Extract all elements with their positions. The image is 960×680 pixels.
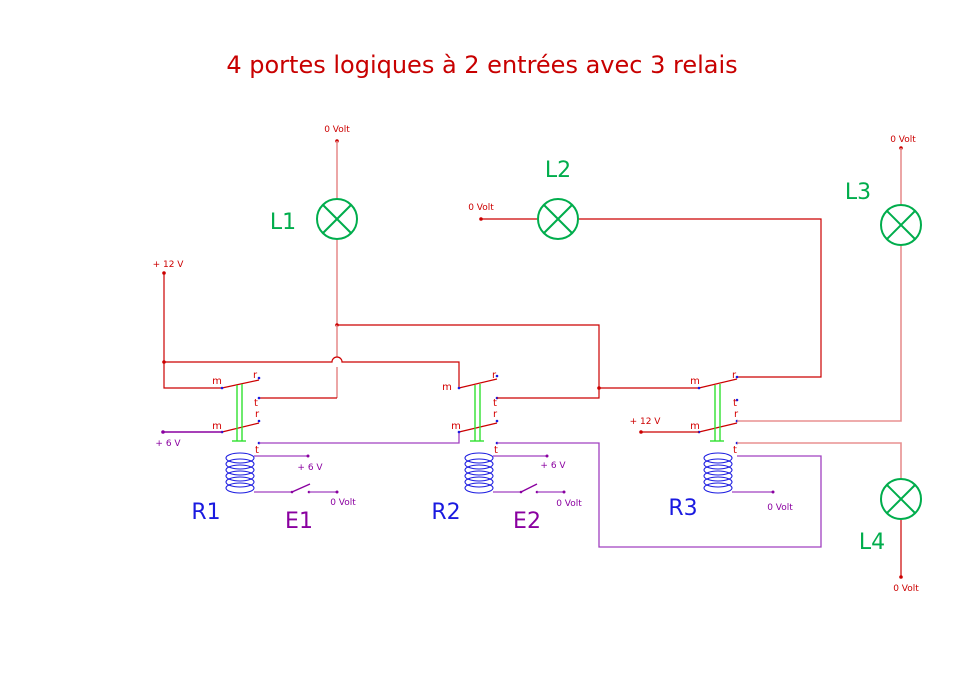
lamp-l1-branch: 0 Volt L1 — [259, 125, 600, 399]
wire-l2-to-r3-r — [579, 218, 822, 378]
r2-top-r-label: r — [492, 370, 497, 381]
r2-bottom-r-label: r — [493, 409, 498, 420]
r2-plus-6v-label: + 6 V — [540, 461, 566, 471]
pin — [457, 386, 461, 390]
r3-top-switch-blade[interactable] — [698, 378, 738, 389]
r3-top-t-label: t — [733, 398, 737, 409]
pin — [257, 396, 261, 400]
r2-bottom-switch-blade[interactable] — [458, 422, 498, 433]
r1-bottom-r-label: r — [255, 409, 260, 420]
supply-12v-left: + 12 V — [153, 260, 460, 389]
lamp-l1-label: L1 — [270, 210, 296, 235]
r3-top-m-label: m — [690, 376, 700, 387]
l2-zero-volt-label: 0 Volt — [468, 203, 494, 213]
input-e2-label: E2 — [513, 509, 541, 534]
input-e2-switch[interactable] — [520, 483, 538, 493]
relay-r2: m r t m r t R2 — [431, 370, 600, 525]
r2-top-switch-blade[interactable] — [458, 378, 498, 389]
lamp-l3-branch: 0 Volt L3 — [737, 135, 922, 422]
r2-bottom-m-label: m — [451, 421, 461, 432]
input-e2-circuit: + 6 V 0 Volt E2 — [493, 454, 582, 534]
wire — [497, 388, 600, 399]
lamp-l4-label: L4 — [859, 530, 885, 555]
pin — [495, 374, 499, 378]
lamp-l2-icon — [537, 198, 579, 240]
r2-coil-icon — [464, 452, 494, 494]
wire-l1-to-r2-output — [337, 324, 600, 388]
l1-zero-volt-label: 0 Volt — [324, 125, 350, 135]
wire-r1-t-to-r2-m — [259, 432, 460, 444]
r3-top-r-label: r — [732, 370, 737, 381]
plus-12v-label-left: + 12 V — [153, 260, 185, 270]
diagram-title: 4 portes logiques à 2 entrées avec 3 rel… — [226, 51, 737, 79]
relay-r2-label: R2 — [431, 500, 460, 525]
lamp-l3-label: L3 — [845, 180, 871, 205]
e1-zero-volt-label: 0 Volt — [330, 498, 356, 508]
r1-bottom-t-label: t — [255, 445, 259, 456]
plus-6v-label-left: + 6 V — [155, 439, 181, 449]
lamp-l2-label: L2 — [545, 158, 571, 183]
lamp-l3-icon — [880, 204, 922, 246]
l4-zero-volt-label: 0 Volt — [893, 584, 919, 594]
supply-terminal — [306, 454, 310, 458]
r1-coil-icon — [225, 452, 255, 494]
input-e1-circuit: + 6 V 0 Volt E1 — [254, 454, 356, 534]
r3-bottom-m-label: m — [690, 421, 700, 432]
r1-top-switch-blade[interactable] — [221, 379, 260, 389]
wire-r2-t-to-r3-coil — [497, 442, 822, 548]
r1-top-r-label: r — [253, 370, 258, 381]
r2-top-m-label: m — [442, 382, 452, 393]
pin — [735, 398, 739, 402]
l3-zero-volt-label: 0 Volt — [890, 135, 916, 145]
r1-bottom-switch-blade[interactable] — [221, 422, 260, 433]
r1-top-m-label: m — [212, 376, 222, 387]
r3-coil-icon — [703, 452, 733, 494]
pin — [495, 419, 499, 423]
pin — [257, 376, 261, 380]
relay-r1-label: R1 — [191, 500, 220, 525]
supply-terminal — [771, 490, 775, 494]
lamp-l4-icon — [880, 478, 922, 520]
r2-top-t-label: t — [493, 398, 497, 409]
supply-terminal — [545, 454, 549, 458]
wire-12v-to-r2-m — [164, 356, 460, 388]
pin — [457, 430, 461, 434]
pin — [257, 419, 261, 423]
wire-r3-t-to-l4 — [737, 442, 902, 478]
relay-r1: m r t m r t R1 — [191, 370, 261, 525]
supply-terminal — [899, 575, 903, 579]
plus-12v-label-right: + 12 V — [630, 417, 662, 427]
wire — [163, 273, 222, 389]
input-e1-label: E1 — [285, 509, 313, 534]
relay-r3: m r t m r t R3 — [668, 370, 739, 521]
r3-zero-volt-label: 0 Volt — [767, 503, 793, 513]
r3-bottom-r-label: r — [734, 409, 739, 420]
supply-terminal — [335, 490, 339, 494]
e2-zero-volt-label: 0 Volt — [556, 499, 582, 509]
input-e1-switch[interactable] — [291, 483, 311, 493]
r1-plus-6v-label: + 6 V — [297, 463, 323, 473]
relay-r3-label: R3 — [668, 496, 697, 521]
wire-l3-to-r3-r — [737, 246, 902, 422]
pin — [735, 375, 739, 379]
pin — [697, 386, 701, 390]
lamp-l1-icon — [316, 198, 358, 240]
r3-bottom-t-label: t — [733, 445, 737, 456]
r2-bottom-t-label: t — [494, 445, 498, 456]
pin — [220, 386, 224, 390]
supply-terminal — [562, 490, 566, 494]
lamp-l2-branch: 0 Volt L2 — [468, 158, 822, 378]
r1-top-t-label: t — [254, 398, 258, 409]
r1-bottom-m-label: m — [212, 421, 222, 432]
lamp-l4-branch: L4 0 Volt — [737, 442, 922, 594]
r3-bottom-switch-blade[interactable] — [698, 422, 738, 433]
